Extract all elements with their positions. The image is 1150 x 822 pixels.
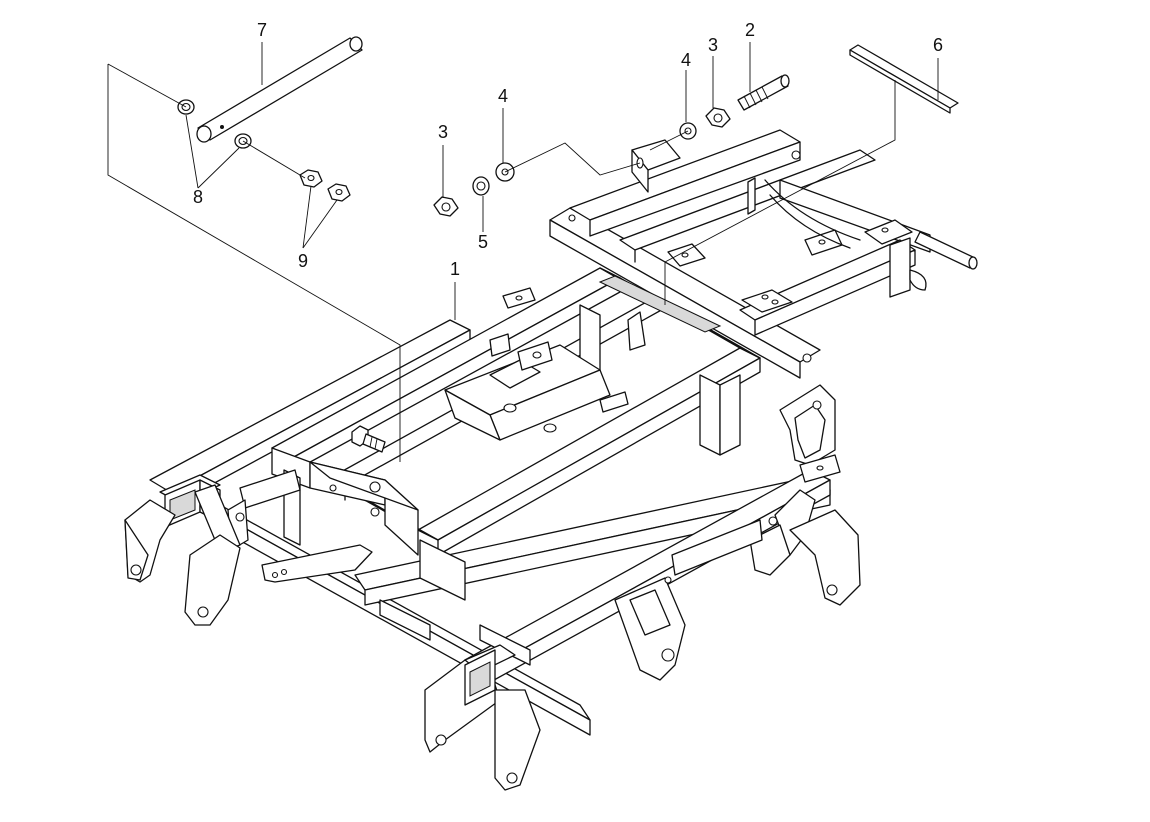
callout-labels: 1 2 3 3 4 4 5 6 7 8 9 [193,20,943,279]
callout-4-left: 4 [498,86,508,106]
callout-3-left: 3 [438,122,448,142]
left-hitch-plates [124,499,373,626]
callout-5: 5 [478,232,488,252]
right-rear-bracket [779,384,841,483]
main-frame [149,267,761,556]
callout-3-right: 3 [708,35,718,55]
callout-8: 8 [193,187,203,207]
nut-part-3-left [433,196,459,217]
callout-4-right: 4 [681,50,691,70]
callout-7: 7 [257,20,267,40]
bolt-part-2 [737,74,790,111]
front-bolt [351,425,386,453]
right-hitch-plates [424,489,861,791]
flat-bar-part-6 [849,44,959,114]
callout-6: 6 [933,35,943,55]
shaft-part-7 [196,36,363,143]
callout-9: 9 [298,251,308,271]
upper-rear-frame [549,129,978,379]
leader-lines [107,42,939,462]
lock-washer-part-5 [472,176,490,196]
nuts-part-9 [299,169,351,202]
callout-1: 1 [450,259,460,279]
nut-part-3-right [705,107,731,128]
callout-2: 2 [745,20,755,40]
